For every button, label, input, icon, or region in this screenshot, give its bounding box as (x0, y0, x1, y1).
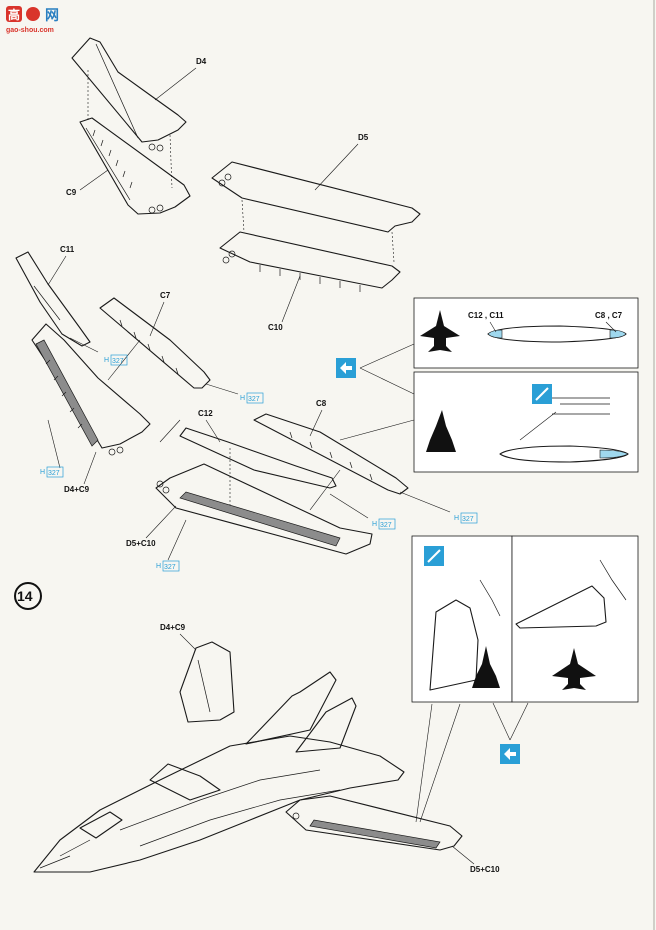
label-d4-c9-left: D4+C9 (64, 485, 90, 494)
stage-arrow-icon (500, 744, 520, 764)
step-badge: 14 (14, 582, 42, 610)
detail-panel-wing-root-right (511, 535, 639, 703)
label-c9: C9 (66, 188, 77, 197)
logo-badge-icon (6, 6, 22, 22)
trailing-edge-gray-left (35, 339, 99, 447)
svg-text:H: H (104, 357, 109, 364)
svg-text:H: H (454, 515, 459, 522)
label-c8: C8 (316, 399, 327, 408)
assembly-d4-c9-left (31, 323, 151, 456)
part-d4 (71, 37, 187, 189)
watermark-logo-char: 高 (8, 7, 20, 22)
label-d5-c10-left: D5+C10 (126, 539, 156, 548)
svg-text:H: H (156, 563, 161, 570)
camera-view-icon (424, 546, 444, 566)
color-callout-h327-c: H 327 (40, 419, 64, 478)
svg-text:H: H (240, 395, 245, 402)
label-d4-c9-bottom: D4+C9 (160, 623, 186, 632)
part-c7 (99, 297, 211, 389)
part-c10 (219, 231, 401, 292)
detail-panel-wing-root-left (411, 535, 513, 703)
aircraft-silhouette-icon (472, 646, 500, 688)
label-d5-c10-bottom: D5+C10 (470, 865, 500, 874)
aircraft-silhouette-icon (426, 410, 456, 452)
label-d5: D5 (358, 133, 369, 142)
color-callout-h327-f: H 327 (156, 519, 187, 572)
svg-text:327: 327 (462, 516, 474, 523)
color-callout-h327-d: H 327 (329, 493, 396, 530)
watermark-logo: 高 网 gao-shou.com (6, 6, 59, 34)
assembly-d5-c10-bottom (285, 795, 463, 851)
svg-text:327: 327 (248, 396, 260, 403)
step-number: 14 (17, 588, 33, 604)
trailing-edge-gray-right (179, 491, 341, 547)
stage-arrow-icon (336, 358, 356, 378)
svg-text:327: 327 (112, 358, 124, 365)
assembly-d5-c10-left (155, 463, 373, 555)
color-callout-h327-e: H 327 (399, 491, 478, 524)
label-detail-c8-c7: C8 , C7 (595, 311, 623, 320)
watermark-site-char: 网 (45, 7, 59, 23)
aircraft-assembly (33, 641, 405, 873)
aircraft-silhouette-icon (420, 310, 460, 352)
color-callout-h327-b: H 327 (205, 383, 264, 404)
label-c10: C10 (268, 323, 283, 332)
color-callout-h327-a: H 327 (69, 337, 128, 366)
svg-text:327: 327 (164, 564, 176, 571)
detail-panel-airfoil-top: C12 , C11 C8 , C7 (413, 297, 639, 369)
color-callout-h327-g (159, 419, 181, 443)
label-detail-c12-c11: C12 , C11 (468, 311, 504, 320)
trailing-edge-gray-bottom (309, 819, 441, 849)
label-d4: D4 (196, 57, 207, 66)
part-c11 (15, 251, 91, 347)
label-c11: C11 (60, 245, 75, 254)
part-d5 (211, 161, 421, 263)
part-c9 (79, 117, 191, 215)
svg-text:H: H (372, 521, 377, 528)
camera-view-icon (532, 384, 552, 404)
logo-ball-icon (26, 7, 40, 21)
svg-text:327: 327 (48, 470, 60, 477)
label-c7: C7 (160, 291, 171, 300)
svg-text:327: 327 (380, 522, 392, 529)
detail-panel-airfoil-bottom (413, 371, 639, 473)
aircraft-silhouette-icon (552, 648, 596, 690)
watermark-url: gao-shou.com (6, 27, 54, 34)
label-c12: C12 (198, 409, 213, 418)
part-c12 (179, 427, 337, 508)
svg-text:H: H (40, 469, 45, 476)
part-c8 (253, 413, 409, 495)
